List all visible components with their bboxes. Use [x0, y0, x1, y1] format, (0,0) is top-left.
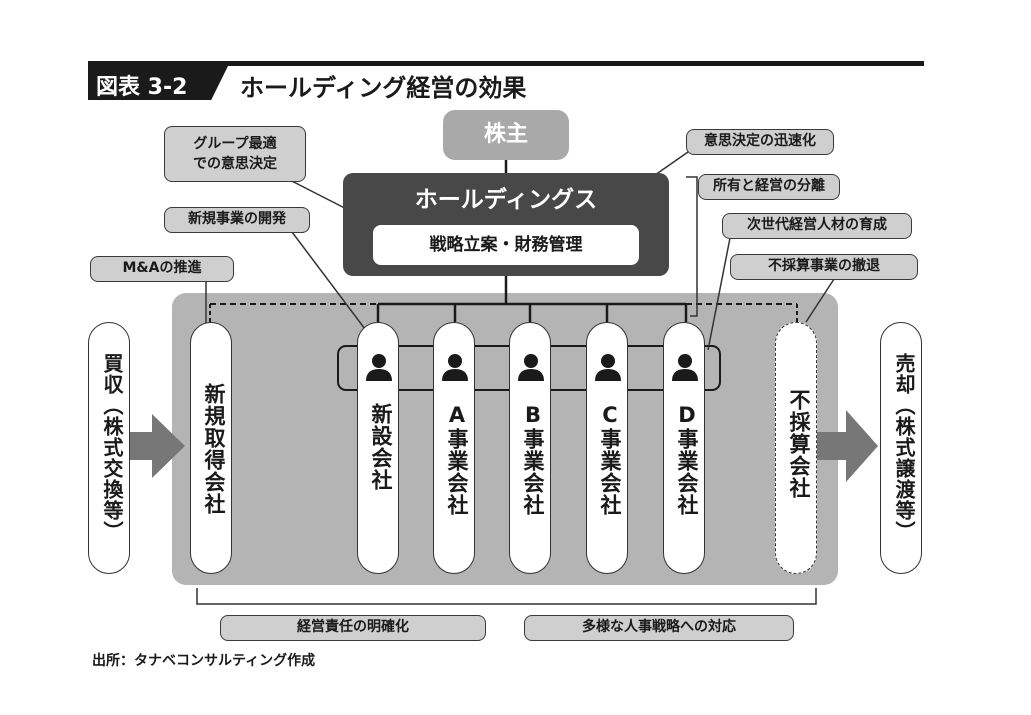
person-icon	[672, 354, 698, 381]
company-unprofitable: 不採算会社	[775, 322, 817, 574]
person-icon	[595, 354, 621, 381]
source-note: 出所：タナベコンサルティング作成	[92, 653, 316, 669]
divestiture-pill: 売却（株式譲渡等）	[880, 322, 922, 574]
tag-withdraw-unprofitable: 不採算事業の撤退	[730, 254, 918, 280]
shareholder-box: 株主	[443, 110, 569, 160]
holdings-title: ホールディングス	[414, 187, 598, 213]
strategy-finance-box: 戦略立案・財務管理	[373, 225, 639, 265]
group-panel	[172, 293, 838, 585]
company-acquired: 新規取得会社	[190, 322, 232, 574]
figure-label: 図表 3-2	[88, 66, 228, 100]
tag-management-responsibility: 経営責任の明確化	[220, 615, 486, 641]
tag-next-gen-leaders: 次世代経営人材の育成	[722, 213, 912, 239]
person-icon	[442, 354, 468, 381]
header-rule	[88, 61, 924, 66]
tag-group-optimal-decision: グループ最適 での意思決定	[164, 126, 306, 182]
tag-new-business-development: 新規事業の開発	[164, 207, 310, 233]
tag-ma-promotion: M&Aの推進	[90, 256, 234, 282]
tag-ownership-separation: 所有と経営の分離	[698, 174, 840, 200]
person-icon	[366, 354, 392, 381]
figure-title: ホールディング経営の効果	[240, 74, 527, 102]
person-icon	[518, 354, 544, 381]
company-d: D事業会社	[663, 322, 705, 574]
acquisition-pill: 買収（株式交換等）	[88, 322, 130, 574]
tag-faster-decision: 意思決定の迅速化	[686, 129, 834, 155]
tag-hr-strategy: 多様な人事戦略への対応	[524, 615, 794, 641]
